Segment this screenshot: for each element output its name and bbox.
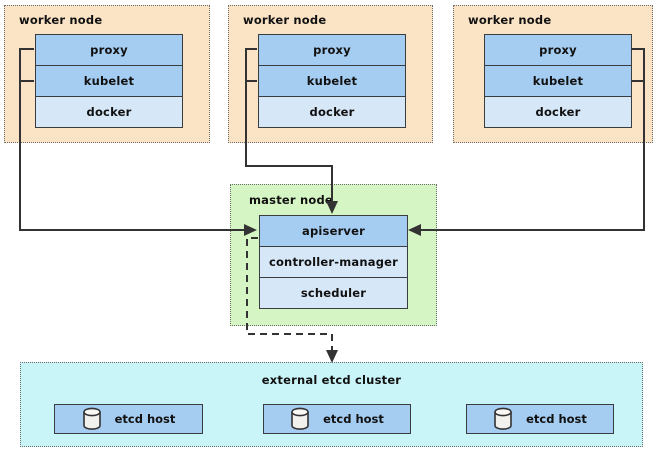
external-etcd-cluster: external etcd cluster etcd host etcd hos… xyxy=(20,362,643,447)
component-box-kubelet: kubelet xyxy=(484,65,632,97)
component-box-docker: docker xyxy=(484,96,632,128)
etcd-host-3: etcd host xyxy=(466,404,614,434)
component-box-docker: docker xyxy=(258,96,406,128)
etcd-host-1: etcd host xyxy=(54,404,203,434)
etcd-host-label: etcd host xyxy=(114,412,176,426)
component-box-proxy: proxy xyxy=(484,34,632,66)
component-box-proxy: proxy xyxy=(35,34,183,66)
component-box-apiserver: apiserver xyxy=(259,215,408,247)
master-node: master node apiserver controller-manager… xyxy=(230,184,437,326)
etcd-host-label: etcd host xyxy=(323,412,384,426)
component-box-controller-manager: controller-manager xyxy=(259,246,408,278)
worker-node-3: worker node proxy kubelet docker xyxy=(453,5,653,143)
worker-node-2-title: worker node xyxy=(243,13,327,27)
worker-node-2: worker node proxy kubelet docker xyxy=(228,5,433,143)
etcd-host-label: etcd host xyxy=(526,412,587,426)
component-box-docker: docker xyxy=(35,96,183,128)
master-node-components: apiserver controller-manager scheduler xyxy=(259,215,408,309)
etcd-host-2: etcd host xyxy=(263,404,411,434)
component-box-kubelet: kubelet xyxy=(258,65,406,97)
worker-node-1-title: worker node xyxy=(19,13,103,27)
worker-node-1-components: proxy kubelet docker xyxy=(35,34,183,128)
database-icon xyxy=(494,407,512,430)
component-box-kubelet: kubelet xyxy=(35,65,183,97)
database-icon xyxy=(291,407,309,430)
etcd-cluster-title: external etcd cluster xyxy=(261,373,402,387)
master-node-title: master node xyxy=(249,193,333,207)
component-box-scheduler: scheduler xyxy=(259,277,408,309)
database-icon xyxy=(82,407,101,430)
worker-node-2-components: proxy kubelet docker xyxy=(258,34,406,128)
component-box-proxy: proxy xyxy=(258,34,406,66)
worker-node-3-title: worker node xyxy=(468,13,552,27)
worker-node-3-components: proxy kubelet docker xyxy=(484,34,632,128)
worker-node-1: worker node proxy kubelet docker xyxy=(4,5,210,143)
